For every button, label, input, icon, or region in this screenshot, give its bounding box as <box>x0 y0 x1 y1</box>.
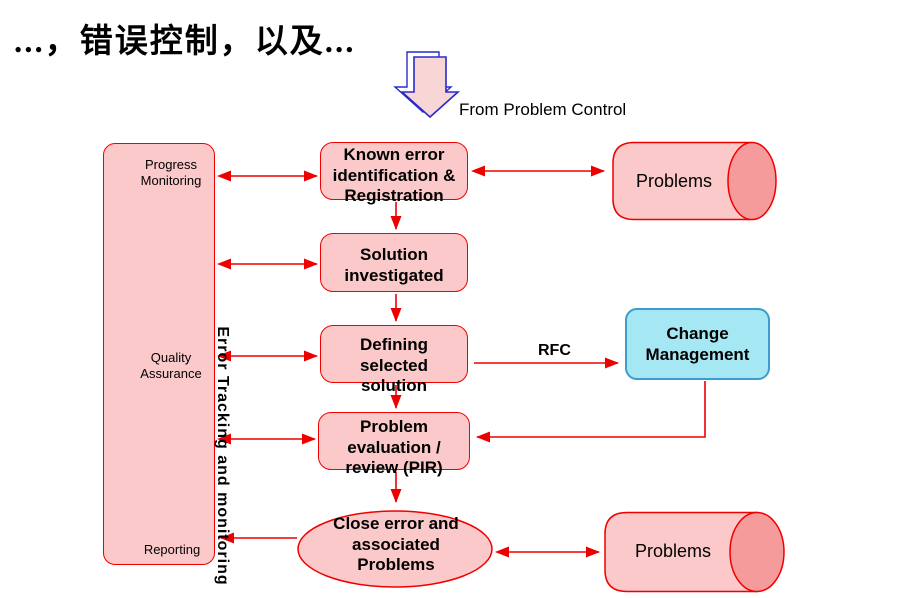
edge-change-feedback <box>476 381 706 443</box>
datastore-problems-bottom-label: Problems <box>634 541 712 561</box>
connector-group <box>217 165 706 558</box>
step-problem-evaluation-label: Problem evaluation / review (PIR) <box>345 417 443 477</box>
from-problem-control-label: From Problem Control <box>459 100 627 119</box>
annotation-reporting: Reporting <box>143 542 201 557</box>
annotation-progress-monitoring: Progress Monitoring <box>140 157 202 188</box>
datastore-problems-bottom <box>604 511 785 593</box>
step-solution-investigated-label: Solution investigated <box>344 245 444 285</box>
terminator-close-error-label: Close error and associated Problems <box>333 514 459 574</box>
slide-title: ...，错误控制，以及... <box>14 24 356 60</box>
step-solution-investigated-box: Solution investigated <box>320 233 468 292</box>
rfc-edge-label: RFC <box>538 342 571 359</box>
step-known-error-box: Known error identification & Registratio… <box>320 142 468 205</box>
step-problem-evaluation-box: Problem evaluation / review (PIR) <box>318 412 470 477</box>
step-known-error-label: Known error identification & Registratio… <box>332 145 456 205</box>
cylinder-cap <box>729 511 785 593</box>
datastore-problems-top-label: Problems <box>635 171 713 191</box>
error-tracking-bar-title: Error Tracking and monitoring <box>214 326 231 586</box>
datastore-problems-top <box>612 141 777 221</box>
3d-down-arrow-icon <box>393 51 461 119</box>
error-tracking-bar: Error Tracking and monitoring <box>103 143 231 586</box>
step-defining-solution-label: Defining selected solution <box>359 335 429 395</box>
terminator-ellipse <box>297 510 493 588</box>
change-management-box: Change Management <box>625 308 770 380</box>
cylinder-cap <box>727 141 777 221</box>
step-defining-solution-box: Defining selected solution <box>320 325 468 395</box>
annotation-quality-assurance: Quality Assurance <box>140 350 202 381</box>
